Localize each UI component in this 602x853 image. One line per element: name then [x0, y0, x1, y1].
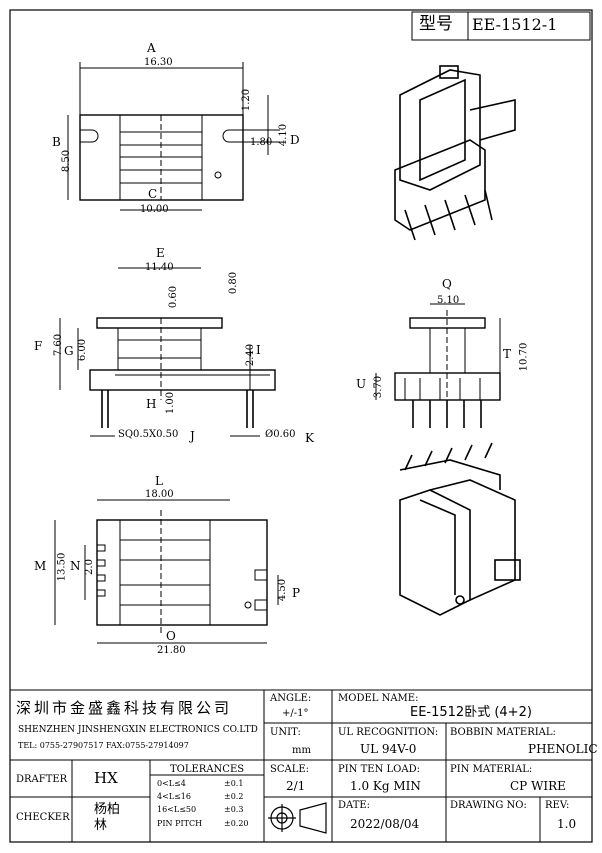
bobbin-value: PHENOLIC	[528, 742, 598, 756]
bobbin-label: BOBBIN MATERIAL:	[450, 727, 556, 738]
angle-label: ANGLE:	[270, 693, 312, 704]
dim-ref-k: K	[305, 431, 314, 445]
top-view	[67, 62, 280, 211]
dim-ref-o: O	[166, 629, 176, 643]
dim-ref-c: C	[148, 187, 158, 201]
model-label: MODEL NAME:	[338, 693, 419, 704]
dim-front-080: 0.80	[228, 271, 240, 295]
drafter-label: DRAFTER	[16, 774, 68, 785]
dim-ref-m: M	[34, 559, 47, 573]
dim-front-100: 1.00	[165, 391, 177, 415]
dim-front-760: 7.60	[53, 333, 65, 357]
date-label: DATE:	[338, 800, 371, 811]
dim-front-240: 2.40	[245, 343, 257, 367]
checker-label: CHECKER	[16, 812, 70, 823]
date-value: 2022/08/04	[350, 817, 420, 831]
projection-symbol	[268, 802, 327, 834]
dim-ref-d: D	[290, 133, 300, 147]
ul-value: UL 94V-0	[360, 742, 417, 756]
dim-bottom-width: 18.00	[145, 489, 174, 500]
rev-label: REV:	[545, 800, 570, 811]
dim-bottom-total: 21.80	[157, 645, 186, 656]
dim-ref-u: U	[356, 377, 367, 391]
ul-label: UL RECOGNITION:	[338, 727, 439, 738]
dim-bottom-n: 2.0	[83, 559, 95, 575]
model-value: EE-1512卧式 (4+2)	[410, 705, 532, 720]
dim-side-1070: 10.70	[518, 342, 530, 372]
company-tel: TEL: 0755-27907517 FAX:0755-27914097	[18, 741, 189, 750]
company-name-cn: 深圳市金盛鑫科技有限公司	[16, 699, 233, 717]
drafter-value: HX	[94, 769, 118, 787]
type-label: 型号	[419, 14, 453, 34]
dim-bottom-450: 4.50	[277, 578, 289, 602]
tol-range-1: 0<L≤4	[157, 779, 186, 788]
dim-top-slot: 1.20	[241, 88, 253, 112]
dim-top-inner: 10.00	[140, 204, 169, 215]
dim-front-600: 6.00	[77, 338, 89, 362]
tol-value-2: ±0.2	[224, 792, 244, 801]
drawing-no-label: DRAWING NO:	[450, 800, 527, 811]
unit-label: UNIT:	[270, 727, 301, 738]
dim-ref-j: J	[190, 429, 195, 443]
dim-ref-i: I	[256, 343, 261, 357]
dim-front-060: 0.60	[168, 285, 180, 309]
tol-range-3: 16<L≤50	[157, 805, 197, 814]
iso-view-2	[399, 442, 521, 616]
dim-pin-sq: SQ0.5X0.50	[118, 429, 179, 440]
pin-material-label: PIN MATERIAL:	[450, 764, 533, 775]
rev-value: 1.0	[557, 817, 577, 831]
side-view	[375, 303, 501, 428]
model-code: EE-1512-1	[472, 15, 558, 34]
dim-top-height: 8.50	[61, 149, 73, 173]
dim-ref-t: T	[503, 347, 512, 361]
dim-ref-f: F	[34, 339, 43, 353]
scale-value: 2/1	[286, 779, 306, 793]
pin-load-label: PIN TEN LOAD:	[338, 764, 420, 775]
dim-ref-l: L	[155, 474, 163, 488]
tol-range-2: 4<L≤16	[157, 792, 191, 801]
dim-ref-q: Q	[442, 277, 452, 291]
dim-top-width: 16.30	[144, 57, 173, 68]
dim-ref-h: H	[146, 397, 157, 411]
tol-value-4: ±0.20	[224, 819, 249, 828]
dim-ref-g: G	[64, 344, 74, 358]
unit-value: mm	[292, 745, 311, 756]
dim-side-370: 3.70	[373, 375, 385, 399]
dim-top-d: 4.10	[278, 123, 290, 147]
dim-bottom-height: 13.50	[56, 552, 68, 582]
tol-range-4: PIN PITCH	[157, 819, 203, 828]
company-name-en: SHENZHEN JINSHENGXIN ELECTRONICS CO.LTD	[18, 725, 258, 735]
front-view	[59, 267, 276, 437]
tolerances-title: TOLERANCES	[170, 764, 245, 775]
dim-ref-b: B	[52, 135, 61, 149]
dim-ref-p: P	[292, 586, 301, 600]
dim-pin-dia: Ø0.60	[265, 429, 296, 440]
dim-ref-n: N	[70, 559, 81, 573]
iso-view-1	[394, 65, 516, 241]
dim-side-510: 5.10	[437, 295, 460, 306]
scale-label: SCALE:	[270, 764, 310, 775]
frame	[9, 9, 593, 843]
title-block-grid	[10, 11, 592, 842]
tol-value-1: ±0.1	[224, 779, 244, 788]
dim-ref-e: E	[156, 246, 165, 260]
angle-value: +/-1°	[282, 708, 309, 719]
dim-ref-a: A	[147, 41, 156, 55]
pin-load-value: 1.0 Kg MIN	[350, 779, 421, 793]
tol-value-3: ±0.3	[224, 805, 244, 814]
checker-value: 杨柏林	[94, 802, 121, 833]
bottom-view	[54, 499, 279, 644]
pin-material-value: CP WIRE	[510, 779, 566, 793]
dim-top-slot-w: 1.80	[250, 137, 273, 148]
dim-front-width: 11.40	[145, 262, 174, 273]
